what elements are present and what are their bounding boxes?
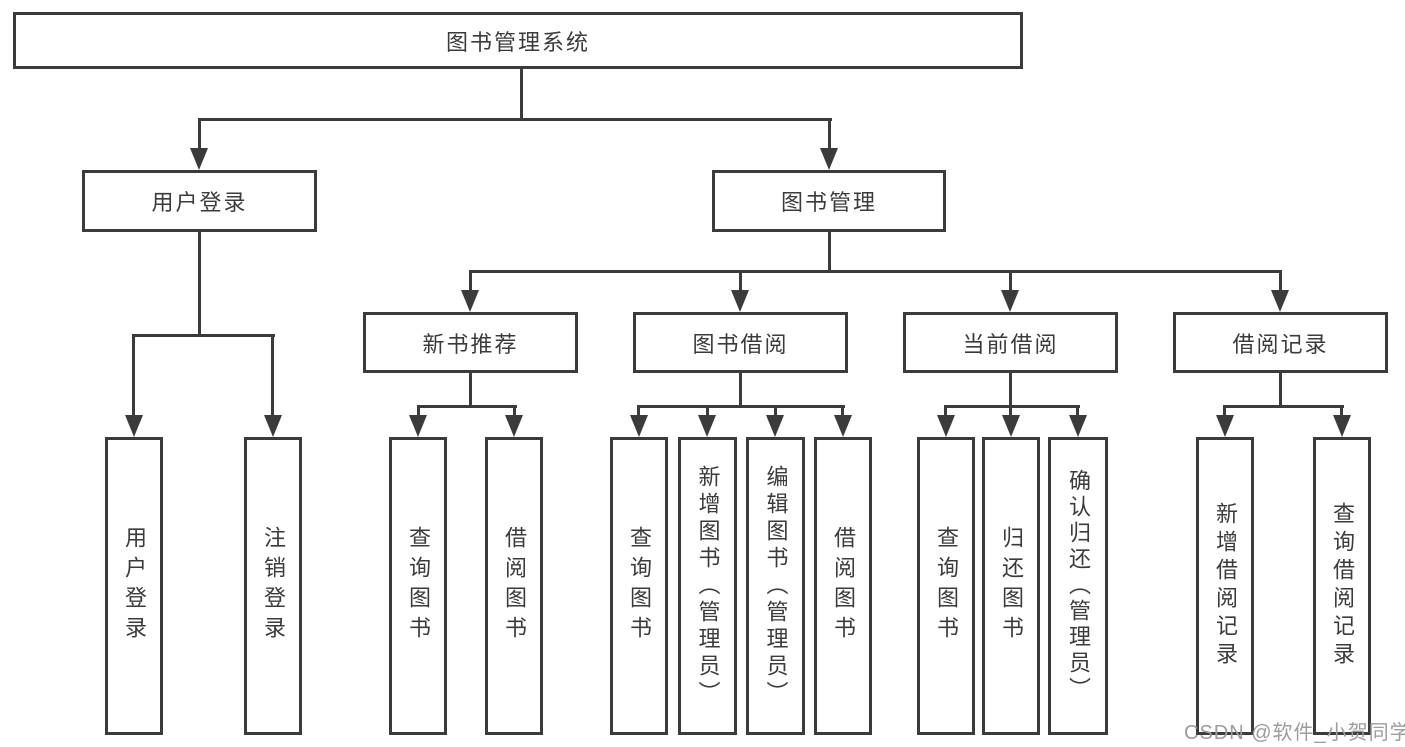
- arrowhead-borrow-records: [1271, 290, 1289, 312]
- arrowhead-current-query: [937, 415, 955, 437]
- connector-newrec-bar: [417, 405, 517, 408]
- connector-borrowing-bar: [637, 405, 845, 408]
- arrowhead-new-book-recommend: [461, 290, 479, 312]
- connector-records-drop-2: [1340, 405, 1343, 415]
- connector-bookmgmt-drop-3: [1009, 270, 1012, 292]
- connector-userlogin-bar: [133, 334, 275, 337]
- connector-bookmgmt-drop-4: [1279, 270, 1282, 292]
- arrowhead-borrowing-borrow: [834, 415, 852, 437]
- connector-userlogin-drop-2: [271, 334, 274, 415]
- connector-bookmgmt-bar: [469, 270, 1282, 273]
- leaf-borrowing-borrow-books: 借阅图书: [814, 437, 872, 735]
- connector-root-right-drop: [828, 118, 831, 148]
- leaf-borrowing-query-books: 查询图书: [610, 437, 668, 735]
- connector-borrowing-drop-2: [706, 405, 709, 415]
- csdn-watermark: CSDN @软件_小贺同学: [1184, 722, 1405, 744]
- connector-root-stub: [520, 69, 523, 120]
- arrowhead-leaf-user-login: [125, 415, 143, 437]
- node-current-borrowing: 当前借阅: [903, 312, 1118, 373]
- connector-current-drop-3: [1076, 405, 1079, 415]
- connector-newrec-stub: [469, 373, 472, 408]
- leaf-borrowing-edit-books-admin: 编辑图书（管理员）: [746, 437, 805, 735]
- node-book-borrowing: 图书借阅: [633, 312, 848, 373]
- arrowhead-records-query: [1333, 415, 1351, 437]
- connector-borrowing-drop-1: [637, 405, 640, 415]
- arrowhead-current-confirm: [1069, 415, 1087, 437]
- leaf-user-login: 用户登录: [105, 437, 163, 735]
- leaf-borrowing-add-books-admin: 新增图书（管理员）: [678, 437, 737, 735]
- connector-records-bar: [1223, 405, 1344, 408]
- connector-current-bar: [944, 405, 1080, 408]
- connector-records-stub: [1279, 373, 1282, 408]
- connector-root-left-drop: [198, 118, 201, 148]
- arrowhead-user-login: [190, 148, 208, 170]
- node-book-management: 图书管理: [712, 170, 946, 232]
- arrowhead-borrowing-query: [630, 415, 648, 437]
- leaf-newrec-borrow-books: 借阅图书: [485, 437, 543, 735]
- connector-current-drop-1: [944, 405, 947, 415]
- connector-root-bar: [198, 118, 832, 121]
- connector-userlogin-stub: [198, 232, 201, 336]
- node-user-login: 用户登录: [82, 170, 317, 232]
- arrowhead-records-add: [1216, 415, 1234, 437]
- arrowhead-current-borrowing: [1001, 290, 1019, 312]
- connector-current-stub: [1009, 373, 1012, 408]
- connector-bookmgmt-stub: [828, 232, 831, 273]
- arrowhead-leaf-logout: [264, 415, 282, 437]
- arrowhead-book-management: [820, 148, 838, 170]
- connector-newrec-drop-2: [513, 405, 516, 415]
- arrowhead-book-borrowing: [731, 290, 749, 312]
- node-root: 图书管理系统: [13, 12, 1023, 69]
- arrowhead-newrec-borrow: [505, 415, 523, 437]
- arrowhead-newrec-query: [409, 415, 427, 437]
- arrowhead-borrowing-add: [698, 415, 716, 437]
- connector-current-drop-2: [1009, 405, 1012, 415]
- connector-borrowing-drop-4: [841, 405, 844, 415]
- leaf-logout: 注销登录: [244, 437, 302, 735]
- connector-bookmgmt-drop-1: [469, 270, 472, 292]
- connector-userlogin-drop-1: [132, 334, 135, 415]
- connector-bookmgmt-drop-2: [739, 270, 742, 292]
- leaf-current-confirm-return-admin: 确认归还（管理员）: [1048, 437, 1108, 735]
- connector-newrec-drop-1: [417, 405, 420, 415]
- leaf-newrec-query-books: 查询图书: [389, 437, 447, 735]
- connector-records-drop-1: [1223, 405, 1226, 415]
- leaf-records-query-record: 查询借阅记录: [1313, 437, 1371, 735]
- leaf-records-add-record: 新增借阅记录: [1196, 437, 1254, 735]
- connector-borrowing-drop-3: [774, 405, 777, 415]
- connector-borrowing-stub: [739, 373, 742, 408]
- leaf-current-query-books: 查询图书: [917, 437, 975, 735]
- leaf-current-return-books: 归还图书: [982, 437, 1040, 735]
- node-borrow-records: 借阅记录: [1173, 312, 1388, 373]
- arrowhead-borrowing-edit: [766, 415, 784, 437]
- arrowhead-current-return: [1002, 415, 1020, 437]
- node-new-book-recommend: 新书推荐: [363, 312, 578, 373]
